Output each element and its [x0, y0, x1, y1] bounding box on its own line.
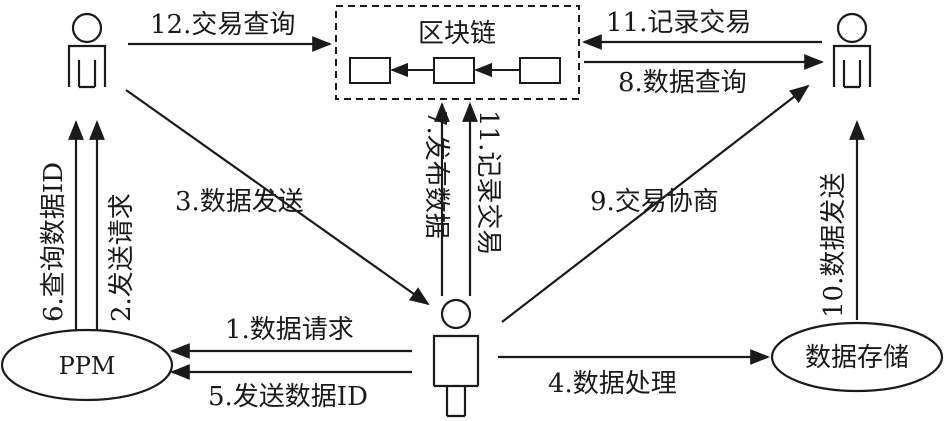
person-center-icon — [432, 298, 480, 418]
edge-3-label: 3.数据发送 — [175, 187, 304, 217]
storage-label: 数据存储 — [805, 343, 909, 373]
person-top-right-icon — [832, 12, 872, 89]
storage-node: 数据存储 — [770, 321, 944, 393]
blockchain-label: 区块链 — [418, 19, 496, 49]
edge-1-label: 1.数据请求 — [225, 315, 354, 345]
edge-5-label: 5.发送数据ID — [208, 382, 368, 412]
edge-6-label: 6.查询数据ID — [39, 162, 69, 322]
edge-11-vertical-label: 11.记录交易 — [473, 110, 503, 255]
edge-2-label: 2.发送请求 — [107, 193, 137, 322]
edge-10-label: 10.数据发送 — [819, 173, 849, 318]
edge-12-label: 12.交易查询 — [150, 10, 295, 40]
edge-4-label: 4.数据处理 — [548, 369, 677, 399]
block-2 — [433, 57, 475, 84]
edge-7-label: 7.发布数据 — [421, 110, 451, 239]
ppm-label: PPM — [59, 352, 116, 380]
edge-8-label: 8.数据查询 — [618, 68, 747, 98]
edge-9-arrow — [501, 84, 810, 323]
edge-11-top-label: 11.记录交易 — [606, 8, 751, 38]
edge-9-label: 9.交易协商 — [590, 187, 719, 217]
blockchain-box: 区块链 — [335, 5, 580, 100]
edge-3-arrow — [125, 89, 430, 306]
block-3 — [519, 57, 561, 84]
person-top-left-icon — [67, 12, 107, 89]
block-1 — [349, 57, 391, 84]
ppm-node: PPM — [0, 328, 174, 402]
